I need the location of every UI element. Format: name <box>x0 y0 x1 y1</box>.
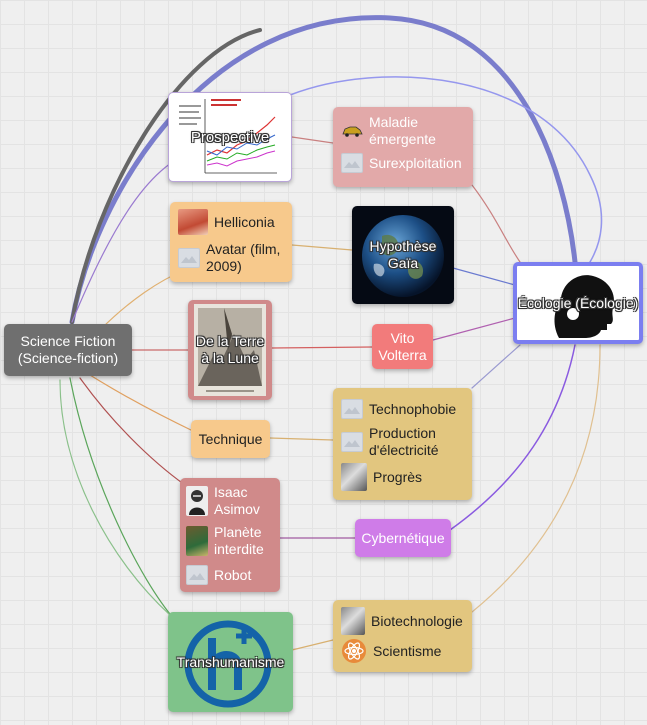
car-icon <box>341 121 363 141</box>
edge-prospective-ecologie <box>289 76 603 263</box>
node-terre-lune-label: De la Terre à la Lune <box>195 333 265 366</box>
node-science-fiction[interactable]: Science Fiction (Science-fiction) <box>4 324 132 376</box>
engraving-thumbnail <box>194 304 266 396</box>
node-asimov-group: Isaac Asimov Planète interdite Robot <box>180 478 280 592</box>
item-maladie-emergente[interactable]: Maladie émergente <box>341 113 465 149</box>
node-science-fiction-label: Science Fiction (Science-fiction) <box>17 333 119 366</box>
node-prospective[interactable]: Prospective <box>168 92 292 182</box>
label-robot: Robot <box>214 566 252 583</box>
poster-icon <box>186 526 208 556</box>
node-volterra-label: Vito Volterra <box>378 329 427 363</box>
edge-technique-techno <box>269 437 334 441</box>
climate-graph-thumbnail <box>177 95 281 179</box>
label-maladie-emergente: Maladie émergente <box>369 114 436 147</box>
label-progres: Progrès <box>373 468 423 485</box>
edge-gaia-ecologie <box>452 267 516 286</box>
edge-sf-technique <box>89 374 196 433</box>
node-ecologie[interactable]: Écologie (Écologie) <box>513 262 643 344</box>
node-volterra[interactable]: Vito Volterra <box>372 324 433 369</box>
edge-volterra-ecologie <box>432 317 516 341</box>
edge-sf-transhumanisme <box>69 377 176 621</box>
node-techno-group: Technophobie Production d'électricité Pr… <box>333 388 472 500</box>
label-isaac-asimov: Isaac Asimov <box>214 484 260 517</box>
label-production-electricite: Production d'électricité <box>369 425 439 458</box>
image-placeholder-icon <box>341 432 363 452</box>
edge-biotech-ecologie <box>471 344 601 613</box>
label-helliconia: Helliconia <box>214 213 275 230</box>
item-surexploitation[interactable]: Surexploitation <box>341 149 465 177</box>
item-robot[interactable]: Robot <box>186 562 274 588</box>
node-gaia-label: Hypothèse Gaïa <box>369 238 437 271</box>
item-progres[interactable]: Progrès <box>341 462 464 492</box>
edge-sf-asimov <box>79 377 186 486</box>
node-biotech-group: Biotechnologie Scientisme <box>333 600 472 672</box>
item-biotechnologie[interactable]: Biotechnologie <box>341 606 464 636</box>
label-avatar: Avatar (film, 2009) <box>206 241 281 274</box>
h-plus-logo <box>184 620 272 708</box>
item-isaac-asimov[interactable]: Isaac Asimov <box>186 484 274 518</box>
node-gaia[interactable]: Hypothèse Gaïa <box>352 206 454 304</box>
item-planete-interdite[interactable]: Planète interdite <box>186 522 274 560</box>
node-technique[interactable]: Technique <box>191 420 270 458</box>
node-maladie-group: Maladie émergente Surexploitation <box>333 107 473 187</box>
image-placeholder-icon <box>341 399 363 419</box>
label-scientisme: Scientisme <box>373 642 442 659</box>
node-ecologie-label: Écologie (Écologie) <box>517 294 639 311</box>
node-transhumanisme-label: Transhumanisme <box>176 653 285 670</box>
edge-terrelune-volterra <box>271 346 373 349</box>
node-transhumanisme[interactable]: Transhumanisme <box>168 612 293 712</box>
portrait-icon <box>186 486 208 516</box>
edge-techno-ecologie <box>471 344 521 389</box>
node-cybernetique-label: Cybernétique <box>361 529 445 546</box>
atom-icon <box>341 638 367 664</box>
node-prospective-label: Prospective <box>190 128 270 146</box>
earth-globe-icon <box>362 215 444 297</box>
label-planete-interdite: Planète interdite <box>214 524 264 557</box>
item-scientisme[interactable]: Scientisme <box>341 636 464 666</box>
label-technophobie: Technophobie <box>369 400 457 417</box>
label-surexploitation: Surexploitation <box>369 154 462 171</box>
edge-cyber-ecologie <box>449 344 576 531</box>
edge-helliconia-gaia <box>291 244 353 251</box>
image-placeholder-icon <box>178 248 200 268</box>
image-placeholder-icon <box>341 153 363 173</box>
edge-sf-arc-green <box>59 379 171 616</box>
photo-icon <box>341 463 367 491</box>
node-technique-label: Technique <box>198 430 263 447</box>
edge-maladie-ecologie <box>471 184 521 263</box>
edge-trans-biotech <box>291 639 334 651</box>
item-helliconia[interactable]: Helliconia <box>178 208 284 236</box>
label-biotechnologie: Biotechnologie <box>371 612 463 629</box>
item-production-electricite[interactable]: Production d'électricité <box>341 422 464 462</box>
photo-icon <box>341 607 365 635</box>
node-helliconia-group: Helliconia Avatar (film, 2009) <box>170 202 292 282</box>
edge-sf-ecologie-main-shade <box>70 28 262 324</box>
book-cover-icon <box>178 209 208 235</box>
item-technophobie[interactable]: Technophobie <box>341 396 464 422</box>
node-cybernetique[interactable]: Cybernétique <box>355 519 451 557</box>
edge-sf-ecologie-main <box>69 15 578 325</box>
profile-silhouette-icon <box>554 275 615 338</box>
edge-prospective-maladie <box>291 136 334 144</box>
image-placeholder-icon <box>186 565 208 585</box>
item-avatar[interactable]: Avatar (film, 2009) <box>178 238 284 278</box>
node-terre-lune[interactable]: De la Terre à la Lune <box>188 300 272 400</box>
